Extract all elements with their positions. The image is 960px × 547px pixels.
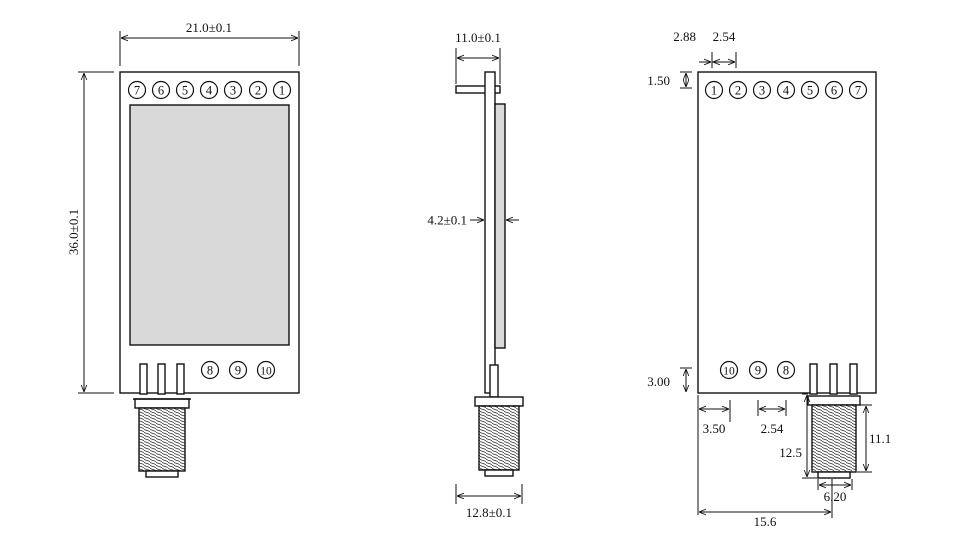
- pin-label: 5: [182, 84, 188, 98]
- back-bottom-pin-pitch-label: 2.54: [761, 421, 784, 436]
- pin-circle: [199, 80, 219, 100]
- front-bottom-pins: 8 9 10: [200, 360, 276, 380]
- pin-label: 6: [831, 84, 837, 98]
- pin-circle: [272, 80, 292, 100]
- pin-circle: [223, 80, 243, 100]
- back-antenna-length-dimension: [802, 393, 818, 479]
- back-antenna-length-label: 12.5: [779, 445, 802, 460]
- side-bottom-dimension: [455, 484, 523, 504]
- pin-label: 9: [235, 364, 241, 378]
- front-width-label: 21.0±0.1: [186, 20, 232, 35]
- side-shield: [494, 103, 506, 349]
- side-antenna-thread: [478, 405, 520, 471]
- back-pin-pitch-label: 2.54: [713, 29, 736, 44]
- pin-circle: [127, 80, 147, 100]
- back-top-pins: 1 2 3 4 5 6 7: [704, 80, 868, 100]
- pin-circle: [748, 360, 768, 380]
- pin-circle: [824, 80, 844, 100]
- pin-circle: [256, 360, 276, 380]
- back-edge-pin: [809, 363, 818, 395]
- pin-circle: [151, 80, 171, 100]
- back-antenna-nut: [807, 395, 861, 406]
- pin-circle: [228, 360, 248, 380]
- pin-label: 3: [759, 84, 765, 98]
- front-antenna-tip: [145, 470, 179, 478]
- front-edge-pin: [139, 363, 148, 395]
- pin-label: 8: [783, 364, 789, 378]
- back-antenna-width-label: 6.20: [824, 489, 847, 504]
- back-antenna-tip: [817, 471, 851, 479]
- pin-label: 9: [755, 364, 761, 378]
- side-thickness-label: 4.2±0.1: [427, 213, 467, 228]
- pin-circle: [752, 80, 772, 100]
- back-edge-pin: [829, 363, 838, 395]
- back-antenna-position-dimension: [699, 479, 833, 518]
- back-antenna-thread: [811, 404, 857, 473]
- front-view: [119, 71, 300, 478]
- back-pin-pitch-dimension: [713, 52, 737, 68]
- pin-circle: [175, 80, 195, 100]
- side-antenna-tip: [484, 469, 514, 477]
- side-antenna-nut: [474, 396, 524, 407]
- pin-label: 1: [711, 84, 717, 98]
- back-board-outline: [697, 71, 877, 394]
- pin-label: 7: [134, 84, 140, 98]
- back-bottom-margin-dimension: [680, 367, 692, 392]
- front-antenna-nut: [134, 398, 190, 409]
- pin-circle: [728, 80, 748, 100]
- back-antenna-width-dimension: [817, 479, 853, 490]
- back-bottom-margin-label: 3.00: [647, 374, 670, 389]
- front-height-label: 36.0±0.1: [66, 209, 81, 255]
- back-pin-offset-label: 2.88: [673, 29, 696, 44]
- back-antenna-position-label: 15.6: [754, 514, 777, 529]
- pin-circle: [800, 80, 820, 100]
- pin-label: 8: [207, 364, 213, 378]
- pin-label: 1: [279, 84, 285, 98]
- pin-circle: [248, 80, 268, 100]
- pin-label: 2: [255, 84, 261, 98]
- pin-circle: [848, 80, 868, 100]
- pin-label: 3: [230, 84, 236, 98]
- back-view: [697, 71, 877, 479]
- side-antenna-stem: [489, 364, 499, 398]
- pin-label: 7: [855, 84, 861, 98]
- pin-label: 10: [723, 366, 735, 378]
- side-pin-top: [455, 85, 501, 94]
- back-top-margin-dimension: [680, 71, 692, 89]
- back-pin-offset-dimension: [699, 52, 713, 68]
- front-edge-pin: [176, 363, 185, 395]
- side-bottom-label: 12.8±0.1: [466, 505, 512, 520]
- back-edge-pin: [849, 363, 858, 395]
- pin-label: 6: [158, 84, 164, 98]
- front-height-dimension: [78, 71, 114, 394]
- back-bottom-pins: 10 9 8: [719, 360, 796, 380]
- pin-circle: [719, 360, 739, 380]
- pin-label: 4: [783, 84, 790, 98]
- back-antenna-body-dimension: [857, 404, 872, 473]
- pin-circle: [776, 360, 796, 380]
- back-bottom-pin-pitch-dimension: [757, 400, 787, 416]
- pin-label: 10: [260, 366, 272, 378]
- front-board-outline: [119, 71, 300, 394]
- front-width-dimension: [119, 31, 300, 66]
- pin-label: 4: [206, 84, 213, 98]
- pin-circle: [776, 80, 796, 100]
- front-antenna-thread: [138, 407, 186, 472]
- side-top-dimension: [455, 48, 501, 84]
- front-shield: [129, 104, 290, 346]
- back-top-margin-label: 1.50: [647, 73, 670, 88]
- side-top-label: 11.0±0.1: [455, 30, 501, 45]
- front-top-pins: 7 6 5 4 3 2 1: [127, 80, 292, 100]
- back-bottom-pin-offset-dimension: [697, 395, 731, 515]
- pin-label: 5: [807, 84, 813, 98]
- pin-circle: [704, 80, 724, 100]
- pin-label: 2: [735, 84, 741, 98]
- side-board: [484, 71, 496, 394]
- back-antenna-body-label: 11.1: [869, 431, 891, 446]
- front-edge-pin: [157, 363, 166, 395]
- side-view: [455, 71, 524, 477]
- pin-circle: [200, 360, 220, 380]
- back-bottom-pin-offset-label: 3.50: [703, 421, 726, 436]
